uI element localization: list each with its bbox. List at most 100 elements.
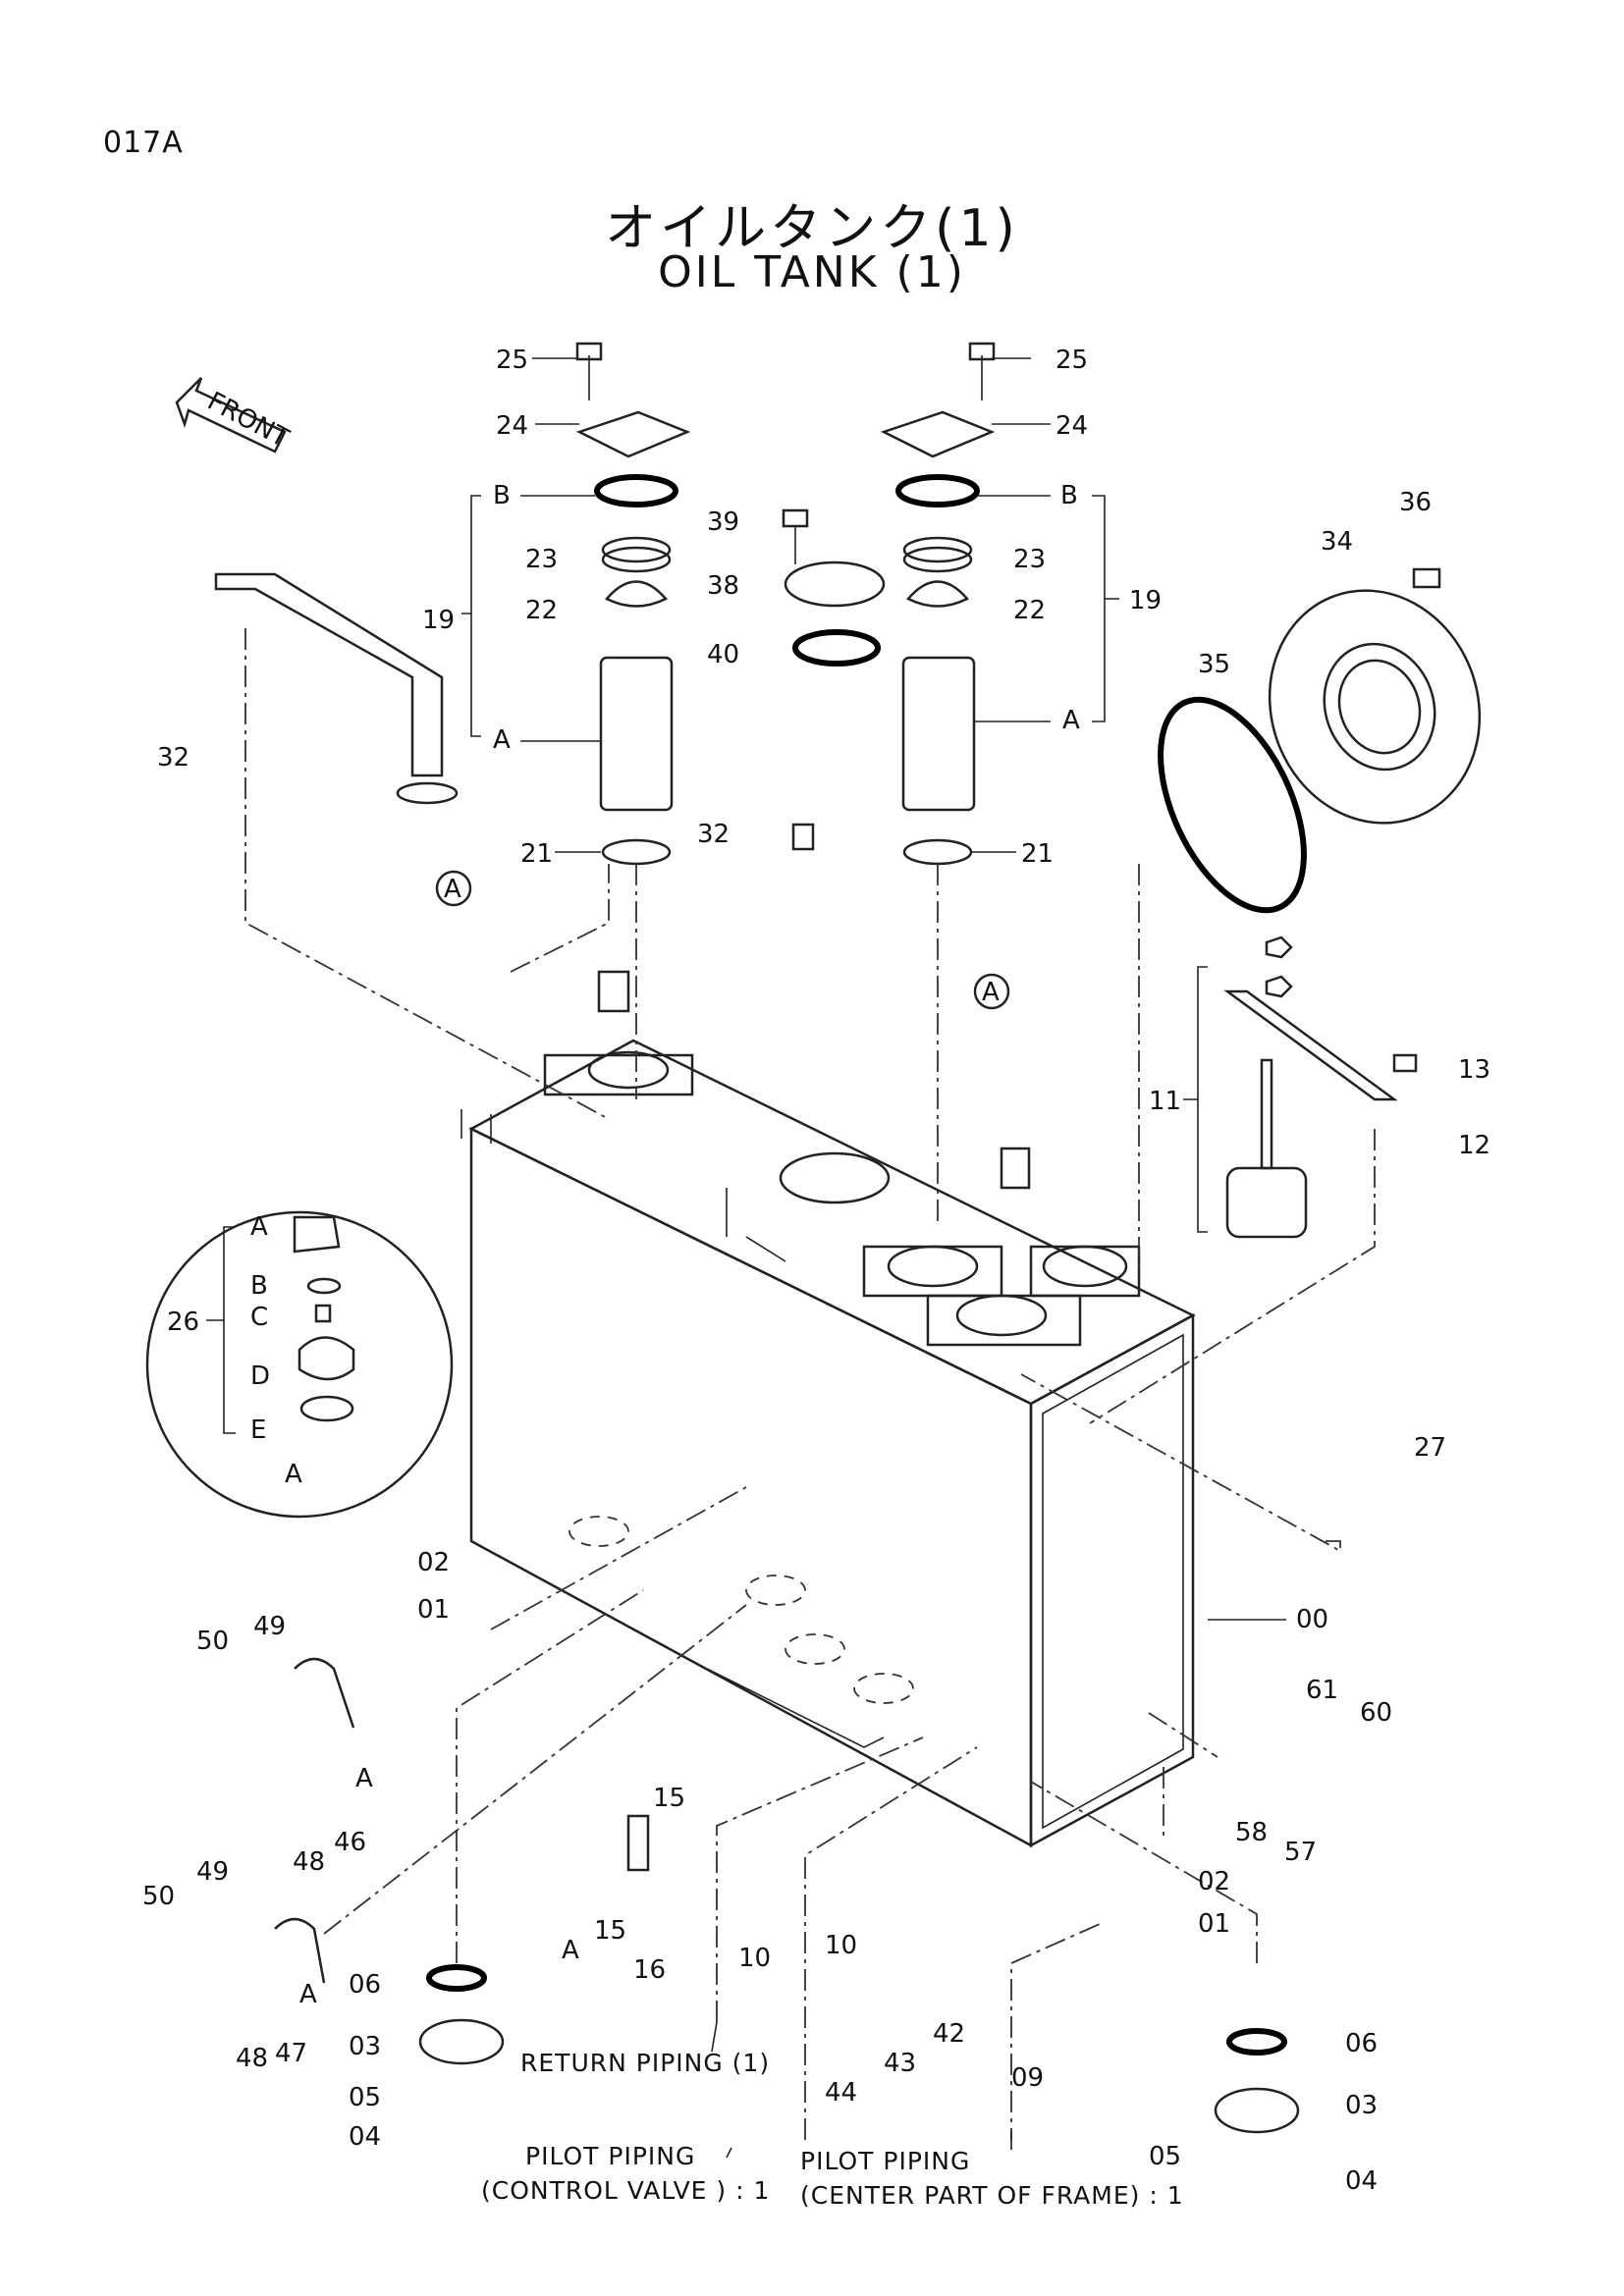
label-00: 00	[1296, 1605, 1328, 1634]
note-return-piping: RETURN PIPING (1)	[520, 2049, 770, 2077]
label-05-left: 05	[349, 2083, 381, 2112]
label-47: 47	[275, 2039, 307, 2068]
label-25-left: 25	[496, 346, 528, 375]
label-19-right: 19	[1129, 586, 1162, 615]
lower-fittings	[274, 1657, 1300, 2134]
label-02-right: 02	[1198, 1867, 1230, 1896]
flange-cover	[1158, 567, 1482, 914]
label-23-left: 23	[525, 545, 558, 574]
label-40: 40	[707, 640, 739, 669]
filter-assembly-right	[880, 342, 996, 866]
label-39: 39	[707, 507, 739, 537]
label-36: 36	[1399, 488, 1432, 517]
detail-label-a: A	[250, 1212, 268, 1242]
note-pilot-frame-1: PILOT PIPING	[800, 2147, 970, 2175]
label-01-right: 01	[1198, 1909, 1230, 1939]
label-43: 43	[884, 2049, 916, 2078]
note-pilot-cv-1: PILOT PIPING	[525, 2142, 695, 2170]
detail-label-a-bottom: A	[285, 1460, 302, 1489]
label-a-16: A	[562, 1936, 579, 1965]
label-35: 35	[1198, 650, 1230, 679]
label-27: 27	[1414, 1433, 1446, 1463]
callout-marker-a-right: A	[973, 973, 1010, 1010]
label-42: 42	[933, 2019, 965, 2049]
label-57: 57	[1284, 1838, 1317, 1867]
label-02-left: 02	[417, 1548, 450, 1577]
label-38: 38	[707, 571, 739, 601]
label-a-right: A	[1062, 706, 1080, 735]
label-49-upper: 49	[253, 1612, 286, 1641]
label-04-left: 04	[349, 2122, 381, 2152]
label-60: 60	[1360, 1698, 1392, 1728]
piping-notes: RETURN PIPING (1) PILOT PIPING (CONTROL …	[481, 2021, 1184, 2210]
callout-marker-a-left: A	[435, 870, 472, 907]
label-21-left: 21	[520, 839, 553, 869]
label-13: 13	[1458, 1055, 1490, 1085]
label-a-46: A	[355, 1764, 373, 1793]
label-32-left: 32	[157, 743, 189, 773]
detail-label-d: D	[250, 1362, 270, 1391]
svg-text:A: A	[444, 875, 461, 904]
label-24-left: 24	[496, 411, 528, 441]
label-22-right: 22	[1013, 596, 1046, 625]
label-15-upper: 15	[653, 1784, 685, 1813]
label-46: 46	[334, 1828, 366, 1857]
label-05-right: 05	[1149, 2142, 1181, 2171]
leader-lines	[206, 357, 1286, 1621]
detail-label-e: E	[250, 1415, 266, 1445]
label-25-right: 25	[1056, 346, 1088, 375]
suction-pipe	[214, 572, 459, 805]
note-pilot-frame-2: (CENTER PART OF FRAME) : 1	[800, 2181, 1184, 2210]
label-24-right: 24	[1056, 411, 1088, 441]
front-direction-arrow: FRONT	[175, 377, 294, 454]
label-06-left: 06	[349, 1970, 381, 2000]
label-48-lower: 48	[236, 2044, 268, 2073]
page-code: 017A	[103, 126, 184, 160]
label-34: 34	[1321, 527, 1353, 557]
label-01-left: 01	[417, 1595, 450, 1625]
detail-label-b: B	[250, 1271, 268, 1301]
center-cover	[782, 508, 886, 851]
label-a-47: A	[299, 1980, 317, 2009]
label-48-upper: 48	[293, 1847, 325, 1877]
front-tag: FRONT	[202, 387, 294, 454]
label-09: 09	[1011, 2063, 1044, 2093]
label-03-right: 03	[1345, 2091, 1378, 2120]
label-03-left: 03	[349, 2032, 381, 2061]
assembly-guide-lines	[244, 628, 1376, 2150]
label-10-left: 10	[738, 1944, 771, 1973]
filter-assembly-left	[575, 342, 691, 866]
label-04-right: 04	[1345, 2166, 1378, 2196]
label-b-right: B	[1060, 481, 1078, 510]
label-61: 61	[1306, 1676, 1338, 1705]
label-50-lower: 50	[142, 1882, 175, 1911]
detail-label-c: C	[250, 1303, 268, 1332]
label-32-center: 32	[697, 820, 730, 849]
diagram-title-japanese: オイルタンク(1)	[605, 199, 1019, 258]
label-22-left: 22	[525, 596, 558, 625]
note-pilot-cv-2: (CONTROL VALVE ) : 1	[481, 2176, 770, 2205]
label-16: 16	[633, 1955, 666, 1985]
svg-text:A: A	[982, 978, 1000, 1007]
label-23-right: 23	[1013, 545, 1046, 574]
label-58: 58	[1235, 1818, 1268, 1847]
label-19-left: 19	[422, 606, 455, 635]
label-50-upper: 50	[196, 1627, 229, 1656]
oil-tank-body	[460, 970, 1196, 1848]
label-15-lower: 15	[594, 1916, 626, 1946]
diagram-title-english: OIL TANK (1)	[658, 247, 966, 297]
strainer-assembly	[1223, 935, 1418, 1239]
label-11: 11	[1149, 1087, 1181, 1116]
label-10-right: 10	[825, 1931, 857, 1960]
label-b-left: B	[493, 481, 511, 510]
label-06-right: 06	[1345, 2029, 1378, 2058]
label-a-left: A	[493, 725, 511, 755]
label-44: 44	[825, 2078, 857, 2108]
label-49-lower: 49	[196, 1857, 229, 1887]
label-26: 26	[167, 1308, 199, 1337]
detail-view-26	[145, 1210, 454, 1519]
label-21-right: 21	[1021, 839, 1054, 869]
part-number-labels: 25 24 25 24 B B 23 23 22 22 19 19 A A 21…	[142, 346, 1490, 2196]
label-12: 12	[1458, 1131, 1490, 1160]
